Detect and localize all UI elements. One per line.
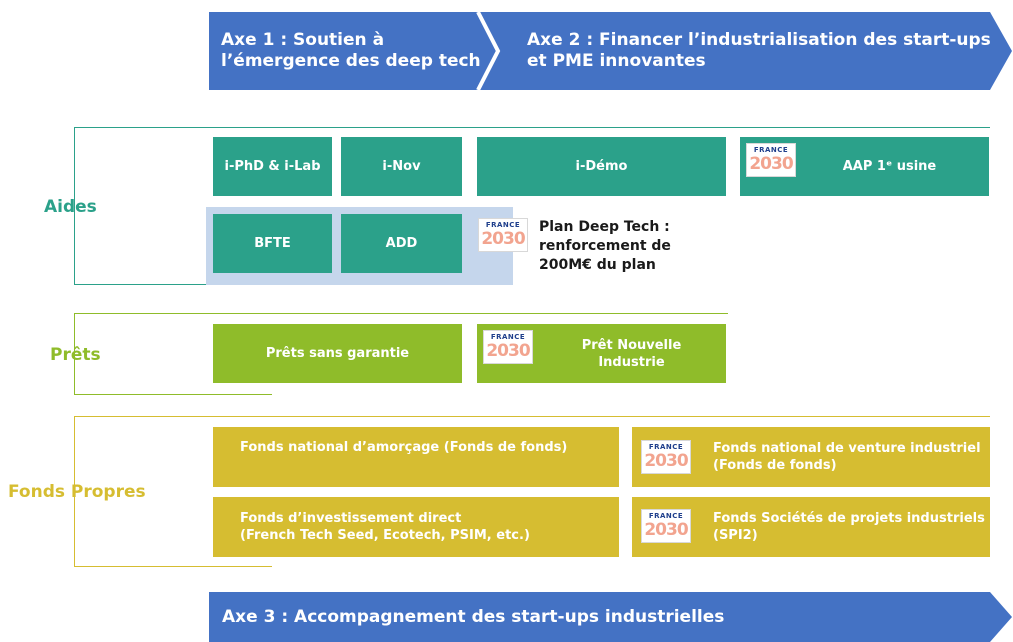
- fonds-direct-box: Fonds d’investissement direct (French Te…: [213, 497, 619, 557]
- france2030-logo: FRANCE 2030: [746, 143, 796, 177]
- axe2-arrow-shape: [475, 12, 1012, 90]
- aap-usine-label: AAP 1ᵉ usine: [842, 159, 937, 174]
- axe1-arrow-shape: [209, 12, 498, 90]
- pni-line2: Industrie: [598, 354, 665, 370]
- france2030-logo: FRANCE 2030: [641, 440, 691, 474]
- axe1-title: Axe 1 : Soutien à l’émergence des deep t…: [221, 30, 481, 72]
- axis-arrow-bottom: [209, 592, 1012, 642]
- plan-line1: Plan Deep Tech :: [539, 219, 670, 235]
- france2030-logo: FRANCE 2030: [641, 509, 691, 543]
- prets-label: Prêts: [50, 345, 101, 365]
- fonds-spi-box: Fonds Sociétés de projets industriels (S…: [632, 497, 990, 557]
- spi-line2: (SPI2): [713, 528, 758, 543]
- pni-line1: Prêt Nouvelle: [581, 337, 682, 353]
- axe1-line1: Axe 1 : Soutien à: [221, 30, 385, 50]
- prets-bracket-bottom: [74, 394, 272, 395]
- axe2-title: Axe 2 : Financer l’industrialisation des…: [527, 30, 991, 72]
- idemo-box: i-Démo: [477, 137, 726, 196]
- fonds-amorcage-label: Fonds national d’amorçage (Fonds de fond…: [240, 440, 568, 455]
- fonds-bracket: [74, 416, 990, 567]
- plan-deep-tech-text: Plan Deep Tech : renforcement de 200M€ d…: [539, 218, 671, 275]
- fonds-propres-label: Fonds Propres: [8, 482, 146, 502]
- iphd-ilab-box: i-PhD & i-Lab: [213, 137, 332, 196]
- spi-line1: Fonds Sociétés de projets industriels: [713, 511, 985, 526]
- aides-bracket: [74, 127, 990, 285]
- inov-box: i-Nov: [341, 137, 462, 196]
- fonds-venture-box: Fonds national de venture industriel (Fo…: [632, 427, 990, 487]
- axe2-line1: Axe 2 : Financer l’industrialisation des…: [527, 30, 991, 50]
- prets-bracket: [74, 313, 728, 395]
- add-box: ADD: [341, 214, 462, 273]
- france2030-logo: FRANCE 2030: [483, 330, 533, 364]
- venture-line2: (Fonds de fonds): [713, 458, 837, 473]
- aides-label: Aides: [44, 197, 97, 217]
- bfte-box: BFTE: [213, 214, 332, 273]
- plan-line2: renforcement de: [539, 238, 671, 254]
- axe3-title: Axe 3 : Accompagnement des start-ups ind…: [222, 607, 725, 627]
- prets-sans-garantie-box: Prêts sans garantie: [213, 324, 462, 383]
- direct-line2: (French Tech Seed, Ecotech, PSIM, etc.): [240, 528, 530, 543]
- aides-bracket-bottom: [74, 284, 272, 285]
- venture-line1: Fonds national de venture industriel: [713, 441, 981, 456]
- plan-line3: 200M€ du plan: [539, 257, 656, 273]
- fonds-amorcage-box: Fonds national d’amorçage (Fonds de fond…: [213, 427, 619, 487]
- fonds-bracket-bottom: [74, 566, 272, 567]
- france2030-logo: FRANCE 2030: [478, 218, 528, 252]
- axis-arrows-top: [209, 11, 1012, 91]
- axe2-line2: et PME innovantes: [527, 51, 706, 71]
- axe3-arrow-shape: [209, 592, 1012, 642]
- direct-line1: Fonds d’investissement direct: [240, 511, 462, 526]
- axe1-line2: l’émergence des deep tech: [221, 51, 481, 71]
